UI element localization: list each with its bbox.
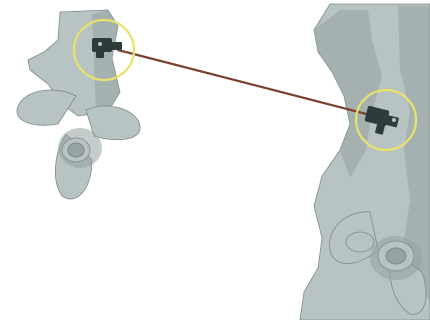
right-outboard-lower-unit — [300, 4, 430, 320]
left-outboard-lower-unit — [17, 10, 140, 199]
